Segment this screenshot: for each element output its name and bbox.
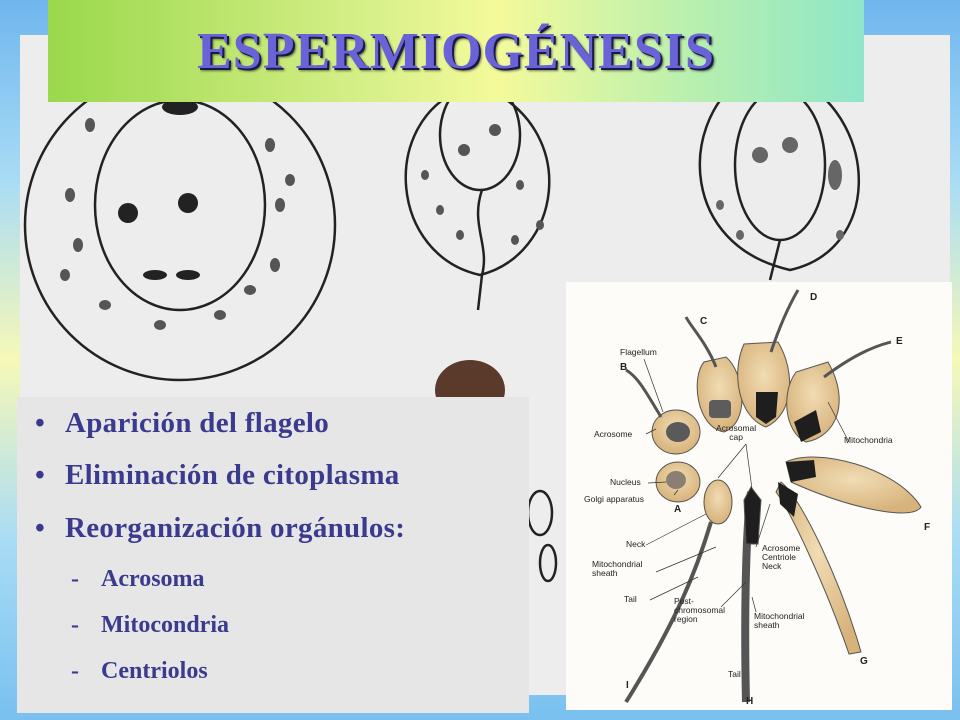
sub-bullet-item: - Acrosoma (71, 566, 205, 593)
label-tail-left: Tail (624, 594, 637, 604)
label-mito-sheath-right: Mitochondrial sheath (754, 611, 805, 630)
bullet-list: • Aparición del flagelo • Eliminación de… (17, 397, 529, 713)
stage-letter-g: G (860, 656, 868, 667)
slide-title: ESPERMIOGÉNESIS (197, 22, 715, 80)
sub-bullet-text: Acrosoma (101, 566, 205, 592)
label-nucleus: Nucleus (610, 477, 641, 487)
stage-f-cell (785, 456, 922, 514)
bullet-item: • Reorganización orgánulos: (35, 512, 405, 545)
stage-a-cell (655, 461, 701, 503)
label-acrosome: Acrosome (594, 429, 633, 439)
bullet-dot: • (35, 512, 45, 544)
sub-bullet-item: - Mitocondria (71, 612, 229, 639)
stage-letter-f: F (924, 522, 931, 533)
stage-letter-e: E (896, 336, 903, 347)
label-post-chromosomal: Post- chromosomal region (674, 596, 726, 624)
label-acrosomal-cap: Acrosomal cap (716, 423, 757, 442)
label-flagellum: Flagellum (620, 347, 657, 357)
label-mitochondria: Mitochondria (844, 435, 893, 445)
stage-letter-c: C (700, 316, 708, 327)
sub-bullet-dash: - (71, 612, 79, 638)
stage-b-cell (625, 368, 701, 455)
stage-letter-h: H (746, 696, 754, 707)
bullet-text: Aparición del flagelo (65, 407, 330, 439)
stage-c-cell (684, 316, 743, 433)
label-tail-bottom: Tail (728, 669, 741, 679)
stage-i-cell (624, 479, 733, 704)
bullet-dot: • (35, 459, 45, 491)
spermiogenesis-stages-diagram: Flagellum Acrosome Nucleus Golgi apparat… (566, 282, 952, 710)
stages-drawing (624, 289, 922, 704)
stage-d-cell (737, 289, 800, 428)
stage-letter-b: B (620, 362, 628, 373)
bullet-item: • Eliminación de citoplasma (35, 459, 400, 492)
label-mito-sheath-left: Mitochondrial sheath (592, 559, 643, 578)
sub-bullet-dash: - (71, 658, 79, 684)
sub-bullet-text: Mitocondria (101, 612, 229, 638)
label-acrosome-centriole-neck: Acrosome Centriole Neck (762, 543, 801, 571)
bullet-item: • Aparición del flagelo (35, 407, 329, 440)
stage-letter-a: A (674, 504, 682, 515)
stage-h-cell (741, 486, 762, 703)
sub-bullet-text: Centriolos (101, 658, 208, 684)
bullet-text: Eliminación de citoplasma (65, 459, 400, 491)
bullet-dot: • (35, 407, 45, 439)
stage-letter-i: I (626, 680, 629, 691)
title-banner: ESPERMIOGÉNESIS (48, 0, 864, 102)
sub-bullet-item: - Centriolos (71, 658, 208, 685)
bullet-text: Reorganización orgánulos: (65, 512, 406, 544)
stage-letter-d: D (810, 292, 818, 303)
label-neck: Neck (626, 539, 646, 549)
label-golgi: Golgi apparatus (584, 494, 645, 504)
stage-e-cell (786, 340, 892, 443)
stage-g-cell (775, 481, 862, 655)
sub-bullet-dash: - (71, 566, 79, 592)
